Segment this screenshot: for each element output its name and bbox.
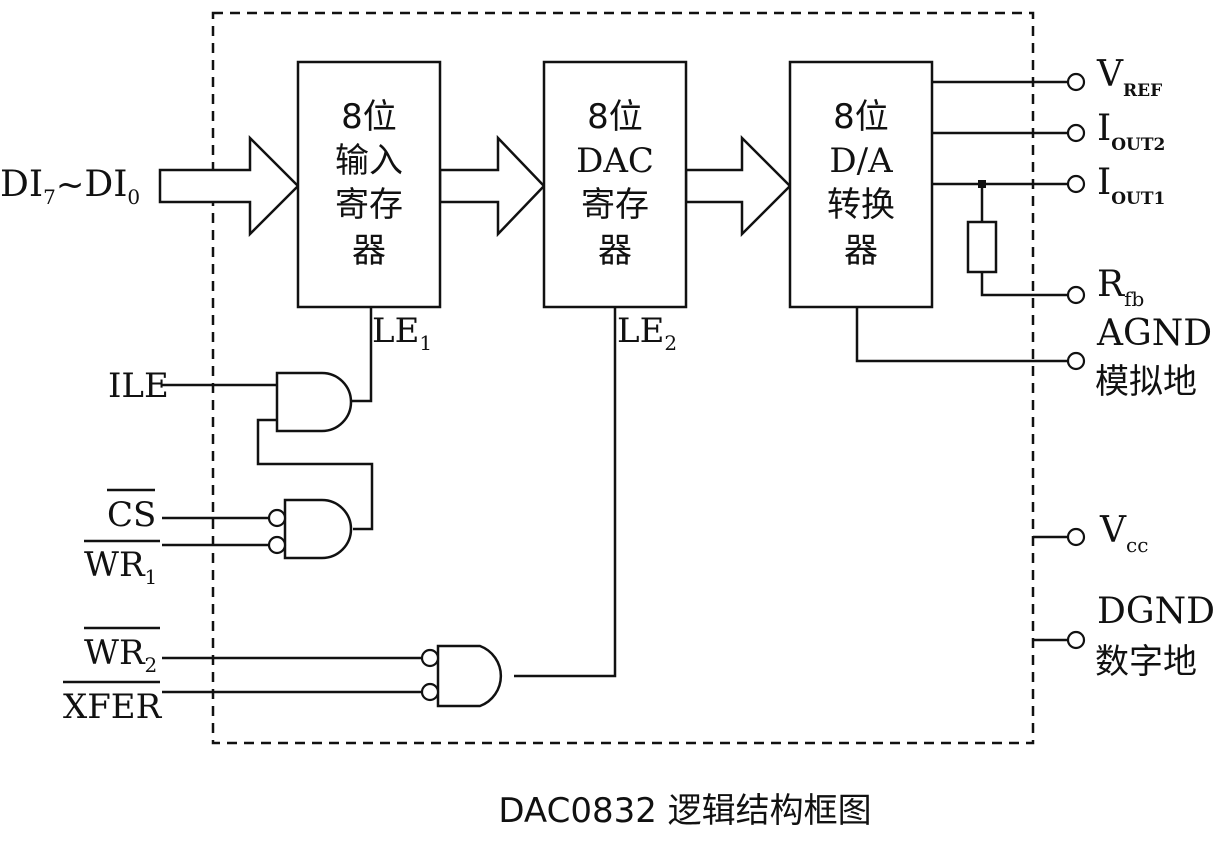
chip-boundary xyxy=(211,11,1035,745)
feedback-resistor xyxy=(966,220,998,274)
vcc-label: Vcc xyxy=(1099,510,1148,557)
dgnd-cn-label: 数字地 xyxy=(1095,642,1197,682)
iout1-terminal xyxy=(1066,174,1086,194)
rfb-wire-bottom xyxy=(980,272,1068,297)
iout2-terminal xyxy=(1066,123,1086,143)
dgnd-terminal xyxy=(1066,630,1086,650)
agnd-cn-label: 模拟地 xyxy=(1095,362,1197,402)
le1-wire xyxy=(352,307,373,403)
wr1-invert-bubble xyxy=(267,535,287,555)
wr2-invert-bubble xyxy=(420,648,440,668)
and-gate-wr2-xfer xyxy=(436,644,503,708)
di-bus-label: DI7~DI0 xyxy=(0,164,140,209)
xfer-invert-bubble xyxy=(420,682,440,702)
rfb-terminal xyxy=(1066,285,1086,305)
diagram-caption: DAC0832 逻辑结构框图 xyxy=(498,791,871,831)
wr1-label: WR1 xyxy=(84,545,157,589)
da-converter: 8位 D/A 转换 器 xyxy=(788,60,934,309)
da-converter-line3: 转换 xyxy=(827,185,895,225)
dac-register-line4: 器 xyxy=(598,231,632,271)
xfer-label: XFER xyxy=(63,687,163,727)
data-bus-arrow-mid2 xyxy=(684,134,792,238)
gate2-to-gate1-wire xyxy=(256,418,374,531)
agnd-label: AGND xyxy=(1096,313,1212,354)
da-converter-line1: 8位 xyxy=(833,97,889,137)
and-gate-ile xyxy=(275,371,353,433)
input-register-line2: 输入 xyxy=(335,141,403,181)
vref-terminal xyxy=(1066,72,1086,92)
le2-wire xyxy=(514,307,617,678)
rfb-label: Rfb xyxy=(1097,264,1144,311)
da-converter-line2: D/A xyxy=(829,141,893,181)
iout1-label: IOUT1 xyxy=(1097,162,1165,209)
dac-register-line2: DAC xyxy=(576,141,654,181)
ile-label: ILE xyxy=(108,366,169,406)
wr2-label: WR2 xyxy=(84,633,157,677)
le1-label: LE1 xyxy=(372,311,432,355)
iout2-label: IOUT2 xyxy=(1097,108,1165,155)
vcc-terminal xyxy=(1066,527,1086,547)
agnd-wire xyxy=(855,307,1068,363)
input-register-line4: 器 xyxy=(352,231,386,271)
le2-label: LE2 xyxy=(617,311,677,355)
vref-label: VREF xyxy=(1096,54,1162,101)
cs-invert-bubble xyxy=(267,508,287,528)
agnd-terminal xyxy=(1066,351,1086,371)
da-converter-line4: 器 xyxy=(844,231,878,271)
and-gate-cs-wr1 xyxy=(283,498,353,560)
data-bus-arrow-mid1 xyxy=(438,134,546,238)
dac-register-line3: 寄存 xyxy=(581,185,649,225)
dac-register-line1: 8位 xyxy=(587,97,643,137)
dgnd-label: DGND xyxy=(1097,591,1215,632)
dac-register: 8位 DAC 寄存 器 xyxy=(542,60,688,309)
input-register-line3: 寄存 xyxy=(335,185,403,225)
input-register: 8位 输入 寄存 器 xyxy=(296,60,442,309)
cs-label: CS xyxy=(107,495,156,535)
data-bus-arrow-in xyxy=(158,134,300,238)
input-register-line1: 8位 xyxy=(341,97,397,137)
